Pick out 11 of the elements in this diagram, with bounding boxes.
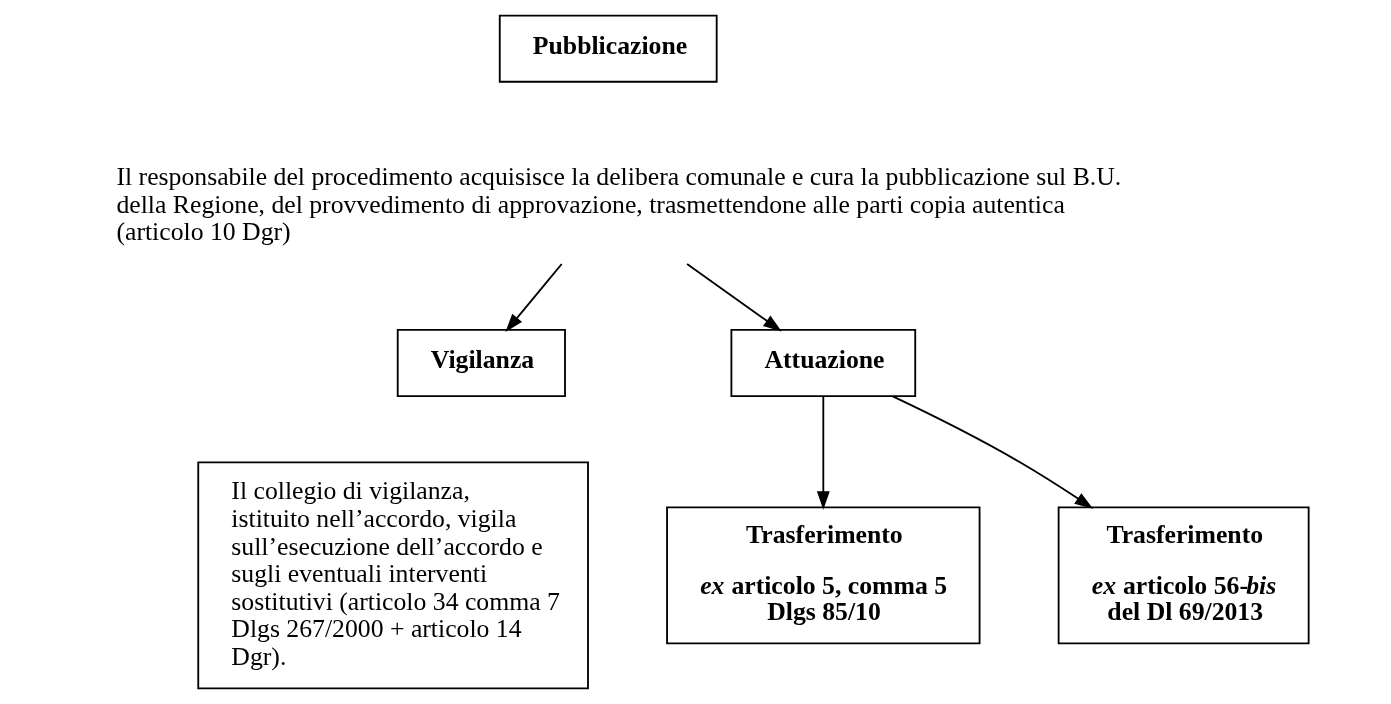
node-box: Trasferimento ex articolo 5, comma 5 Dlgs 85/10 xyxy=(665,506,980,645)
node-text: Il responsabile del procedimento acquisisce la delibera comunale e cura la pubblicazione sul B.U. della Regione, del provvedimento di approvazione, trasmettendone alle parti copia autentica (articolo 10 Dgr) xyxy=(115,162,1121,247)
node-box: Vigilanza xyxy=(396,329,566,398)
node-box: Il collegio di vigilanza, istituito nell’accordo, vigila sull’esecuzione dell’accordo e sugli eventuali interventi sostitutivi (articolo 34 comma 7 Dlgs 267/2000 + articolo 14 Dgr). xyxy=(196,461,589,690)
node-box: Pubblicazione xyxy=(498,14,718,83)
node-box: Attuazione xyxy=(729,329,916,398)
node-box: Trasferimento ex articolo 56-bis del Dl 69/2013 xyxy=(1057,506,1310,645)
arrow xyxy=(891,395,1093,509)
arrow xyxy=(504,263,563,333)
arrow xyxy=(685,263,782,332)
arrow xyxy=(816,395,830,510)
